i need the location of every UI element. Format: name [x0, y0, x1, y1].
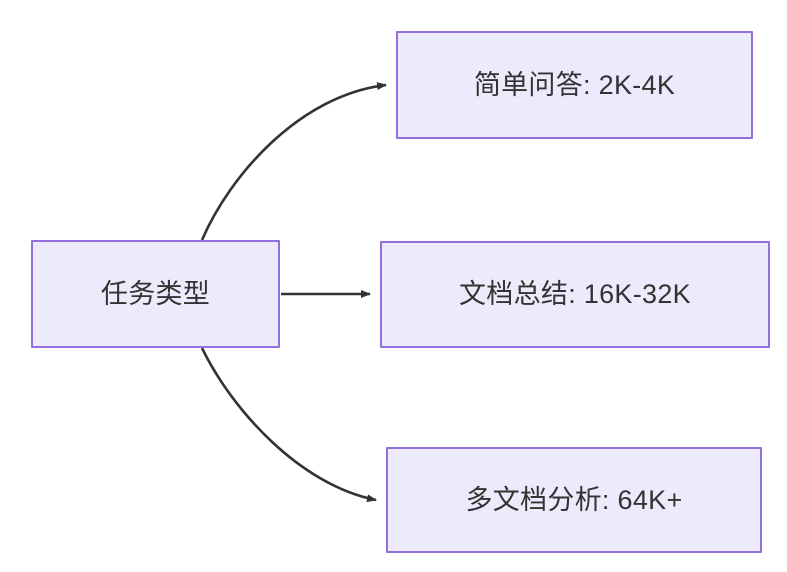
node-simple-qa-label: 简单问答: 2K-4K — [473, 69, 676, 100]
node-multi-doc-label: 多文档分析: 64K+ — [465, 484, 683, 515]
node-simple-qa[interactable]: 简单问答: 2K-4K — [396, 31, 753, 139]
node-doc-summary-label: 文档总结: 16K-32K — [459, 279, 691, 310]
node-root-task-type[interactable]: 任务类型 — [31, 240, 280, 348]
node-root-label: 任务类型 — [100, 278, 211, 309]
edge-root-to-multi-doc — [200, 347, 377, 503]
edge-root-to-simple-qa — [200, 82, 387, 241]
node-multi-doc[interactable]: 多文档分析: 64K+ — [386, 447, 762, 553]
node-doc-summary[interactable]: 文档总结: 16K-32K — [380, 241, 770, 348]
